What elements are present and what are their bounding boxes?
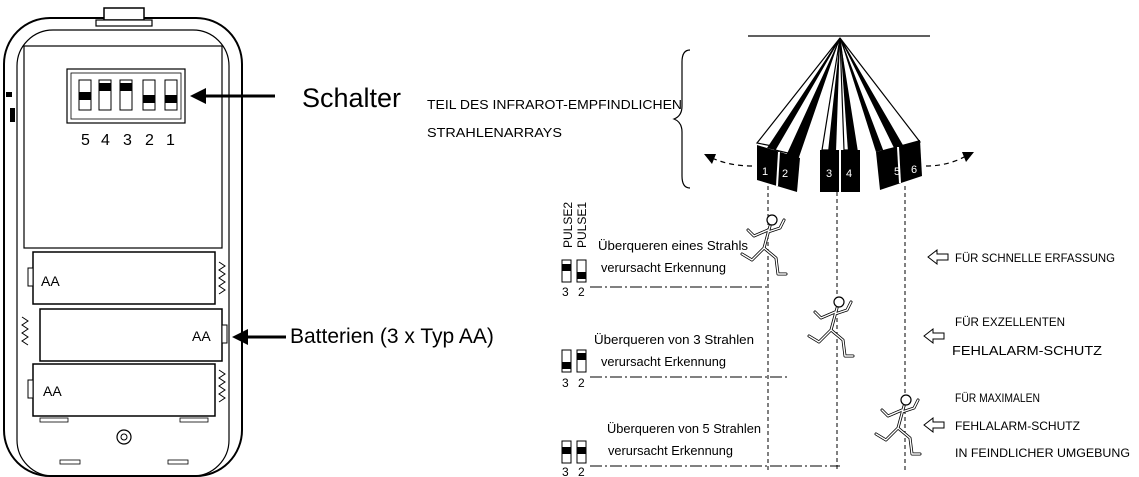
swing-arrows xyxy=(711,155,967,167)
mode-description: verursacht Erkennung xyxy=(601,354,726,369)
dip-switch-1[interactable] xyxy=(78,79,92,111)
beam-numbers: 1 2 3 4 5 6 xyxy=(762,164,917,180)
pulse2-header: PULSE2 xyxy=(561,202,575,248)
beam-number: 3 xyxy=(826,168,832,180)
result-text: FÜR MAXIMALEN xyxy=(955,391,1040,405)
beam-number: 4 xyxy=(846,168,852,180)
battery-3: AA xyxy=(27,363,216,417)
dip-switch-numbers: 5 4 3 2 1 xyxy=(81,132,175,149)
dip-number: 4 xyxy=(101,132,110,149)
mode-row-1: 3 2 Überqueren eines Strahls verursacht … xyxy=(561,238,770,299)
beam-title-line2: STRAHLENARRAYS xyxy=(427,125,562,140)
battery-label: AA xyxy=(192,328,211,344)
result-text: FEHLALARM-SCHUTZ xyxy=(952,343,1102,358)
switch-label: Schalter xyxy=(302,83,401,113)
pulse-headers: PULSE2 PULSE1 xyxy=(561,202,589,248)
result-text: FÜR SCHNELLE ERFASSUNG xyxy=(955,251,1115,265)
pulse-number: 3 xyxy=(562,465,569,477)
pulse-number: 3 xyxy=(562,285,569,299)
dip-number: 5 xyxy=(81,132,90,149)
hollow-arrow-icon xyxy=(927,248,949,266)
pulse-number: 2 xyxy=(578,285,585,299)
pulse-number: 2 xyxy=(578,376,585,390)
dip-switch-2[interactable] xyxy=(98,79,112,111)
pulse-number: 2 xyxy=(578,465,585,477)
beam-projection-lines xyxy=(767,186,906,470)
dip-switch-5[interactable] xyxy=(164,79,178,111)
result-1: FÜR SCHNELLE ERFASSUNG xyxy=(927,248,1115,266)
result-text: FEHLALARM-SCHUTZ xyxy=(955,419,1080,433)
mode-description: verursacht Erkennung xyxy=(608,443,733,458)
battery-callout: Batterien (3 x Typ AA) xyxy=(232,325,494,348)
running-person-icon xyxy=(874,394,922,456)
battery-compartment: AA AA AA xyxy=(21,251,228,417)
beam-title-line1: TEIL DES INFRAROT-EMPFINDLICHEN xyxy=(427,97,682,112)
dip-number: 1 xyxy=(166,132,175,149)
result-text: FÜR EXZELLENTEN xyxy=(955,315,1065,329)
circuit-board-area xyxy=(23,45,223,249)
battery-label-text: Batterien (3 x Typ AA) xyxy=(290,325,494,348)
mode-description: Überqueren von 3 Strahlen xyxy=(594,332,754,347)
beam-blocks xyxy=(757,140,922,192)
beam-number: 2 xyxy=(782,168,788,180)
beam-number: 1 xyxy=(762,166,768,178)
bottom-screw xyxy=(116,429,132,445)
brace xyxy=(672,49,691,189)
battery-2: AA xyxy=(39,308,228,362)
switch-callout: Schalter xyxy=(190,83,401,113)
battery-1: AA xyxy=(27,251,216,305)
result-text: IN FEINDLICHER UMGEBUNG xyxy=(955,446,1130,460)
mode-description: verursacht Erkennung xyxy=(601,260,726,275)
beam-number: 5 xyxy=(894,166,900,178)
mode-row-3: 3 2 Überqueren von 5 Strahlen verursacht… xyxy=(561,421,840,477)
result-2: FÜR EXZELLENTEN FEHLALARM-SCHUTZ xyxy=(923,315,1102,358)
dip-number: 2 xyxy=(145,132,154,149)
dip-switch-block xyxy=(66,68,186,124)
dip-number: 3 xyxy=(123,132,132,149)
dip-switch-3[interactable] xyxy=(119,79,133,111)
pulse-switch-pair[interactable] xyxy=(561,259,587,283)
beam-number: 6 xyxy=(911,164,917,176)
pulse-switch-pair[interactable] xyxy=(561,349,587,373)
mode-description: Überqueren eines Strahls xyxy=(598,238,749,253)
result-3: FÜR MAXIMALEN FEHLALARM-SCHUTZ IN FEINDL… xyxy=(923,391,1130,460)
pulse-switch-pair[interactable] xyxy=(561,440,587,464)
beam-array-title: TEIL DES INFRAROT-EMPFINDLICHEN STRAHLEN… xyxy=(427,97,682,140)
beam-fan xyxy=(755,37,921,160)
pulse-number: 3 xyxy=(562,376,569,390)
hollow-arrow-icon xyxy=(923,327,945,345)
battery-label: AA xyxy=(41,273,60,289)
battery-label: AA xyxy=(43,383,62,399)
running-person-icon xyxy=(807,296,855,358)
pulse1-header: PULSE1 xyxy=(575,202,589,248)
dip-switch-4[interactable] xyxy=(142,79,156,111)
mode-row-2: 3 2 Überqueren von 3 Strahlen verursacht… xyxy=(561,332,790,390)
hollow-arrow-icon xyxy=(923,416,945,434)
running-person-icon xyxy=(740,214,788,276)
mode-description: Überqueren von 5 Strahlen xyxy=(607,421,761,436)
